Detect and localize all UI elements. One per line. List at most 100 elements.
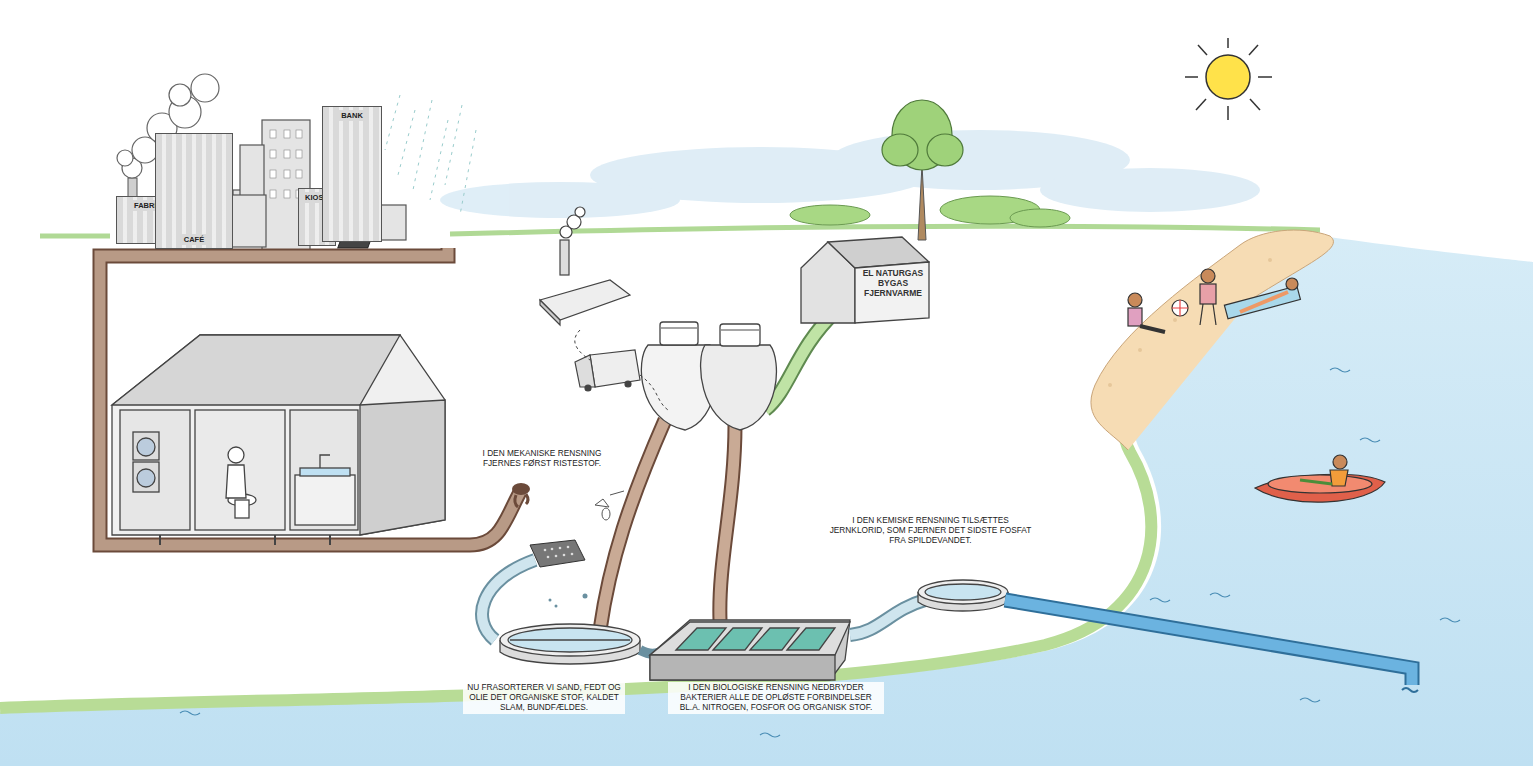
illustration-part (544, 549, 547, 552)
illustration-part (500, 624, 640, 664)
illustration-part (585, 385, 591, 391)
illustration-part (440, 182, 680, 218)
illustration-part (882, 100, 963, 170)
illustration-part (650, 622, 850, 655)
illustration-part (1402, 688, 1418, 692)
illustration-part (563, 554, 566, 557)
illustration-part (571, 553, 574, 556)
illustration-part (1258, 76, 1272, 78)
illustration-part (882, 134, 918, 166)
illustration-part (270, 190, 276, 198)
illustration-part (790, 205, 870, 225)
illustration-part (329, 535, 331, 545)
illustration-part (1010, 209, 1070, 227)
illustration-part (1140, 326, 1165, 332)
illustration-part (1128, 269, 1300, 332)
process-note: I DEN KEMISKE RENSNING TILSÆTTES JERNKLO… (826, 515, 1035, 547)
illustration-part (296, 170, 302, 178)
illustration-part (567, 546, 570, 549)
illustration-part (100, 248, 520, 545)
illustration-part (120, 410, 190, 530)
illustration-part (133, 432, 159, 460)
illustration-part (1286, 278, 1298, 290)
illustration-part (137, 438, 155, 456)
illustration-part (551, 548, 554, 551)
illustration-part (235, 500, 249, 518)
illustration-part (296, 150, 302, 158)
illustration-part (720, 425, 735, 620)
illustration-part (650, 620, 850, 680)
illustration-part (440, 130, 1260, 218)
illustration-part (1360, 438, 1380, 442)
illustration-part (555, 605, 558, 608)
illustration-part (1213, 304, 1216, 325)
illustration-part (445, 105, 462, 185)
illustration-part (230, 195, 266, 247)
illustration-part (560, 240, 569, 275)
illustration-part (602, 508, 610, 520)
illustration-part (1172, 300, 1188, 316)
illustration-part (918, 580, 1008, 611)
illustration-part (660, 328, 760, 330)
illustration-part (850, 600, 925, 635)
illustration-part (284, 170, 290, 178)
illustration-part (169, 84, 191, 106)
illustration-part (137, 469, 155, 487)
illustration-part (1300, 698, 1320, 702)
illustration-part (0, 236, 1533, 766)
illustration-part (1005, 600, 1412, 685)
illustration-part (320, 455, 330, 468)
illustration-part (508, 628, 632, 652)
illustration-part (720, 425, 735, 620)
illustration-part (1330, 470, 1348, 486)
illustration-part (295, 475, 355, 525)
illustration-part (1268, 475, 1372, 493)
illustration-part (1040, 168, 1260, 212)
illustration-part (555, 555, 558, 558)
illustration-part (1268, 258, 1272, 262)
illustration-part (180, 711, 200, 715)
illustration-part (583, 594, 588, 599)
illustration-part (575, 207, 585, 217)
node-label: BANK (339, 110, 365, 121)
illustration-part (544, 546, 574, 559)
energy-house: EL NATURGAS BYGAS FJERNVARME (800, 236, 930, 324)
illustration-part (1224, 286, 1300, 319)
illustration-part (595, 499, 609, 507)
illustration-part (1201, 269, 1215, 283)
illustration-part (1128, 308, 1142, 326)
illustration-part (228, 447, 244, 463)
illustration-part (760, 733, 780, 737)
illustration-part (1185, 38, 1272, 120)
process-note: I DEN MEKANISKE RENSNING FJERNES FØRST R… (465, 448, 619, 470)
illustration-part (112, 335, 400, 405)
illustration-part (360, 400, 445, 535)
illustration-part (610, 491, 624, 495)
illustration-part (290, 410, 358, 530)
illustration-part (1200, 304, 1203, 325)
illustration-part (500, 624, 640, 656)
illustration-part (1250, 99, 1260, 110)
illustration-part (1210, 593, 1230, 597)
illustration-part (510, 639, 630, 640)
illustration-part (1173, 318, 1177, 322)
process-note: NU FRASORTERER VI SAND, FEDT OG OLIE DET… (463, 682, 625, 714)
illustration-part (296, 130, 302, 138)
illustration-part (925, 584, 1001, 600)
illustration-part (1440, 618, 1460, 622)
illustration-part (133, 462, 159, 492)
illustration-part (385, 95, 400, 150)
illustration-part (195, 410, 285, 530)
illustration-part (720, 324, 760, 346)
illustration-part (1108, 258, 1272, 387)
illustration-part (284, 130, 290, 138)
illustration-part (660, 322, 698, 345)
illustration-part (270, 130, 276, 138)
illustration-part (540, 207, 640, 391)
illustration-part (1005, 600, 1412, 685)
illustration-part (512, 483, 530, 495)
illustration-part (284, 150, 290, 158)
illustration-part (1172, 300, 1188, 316)
